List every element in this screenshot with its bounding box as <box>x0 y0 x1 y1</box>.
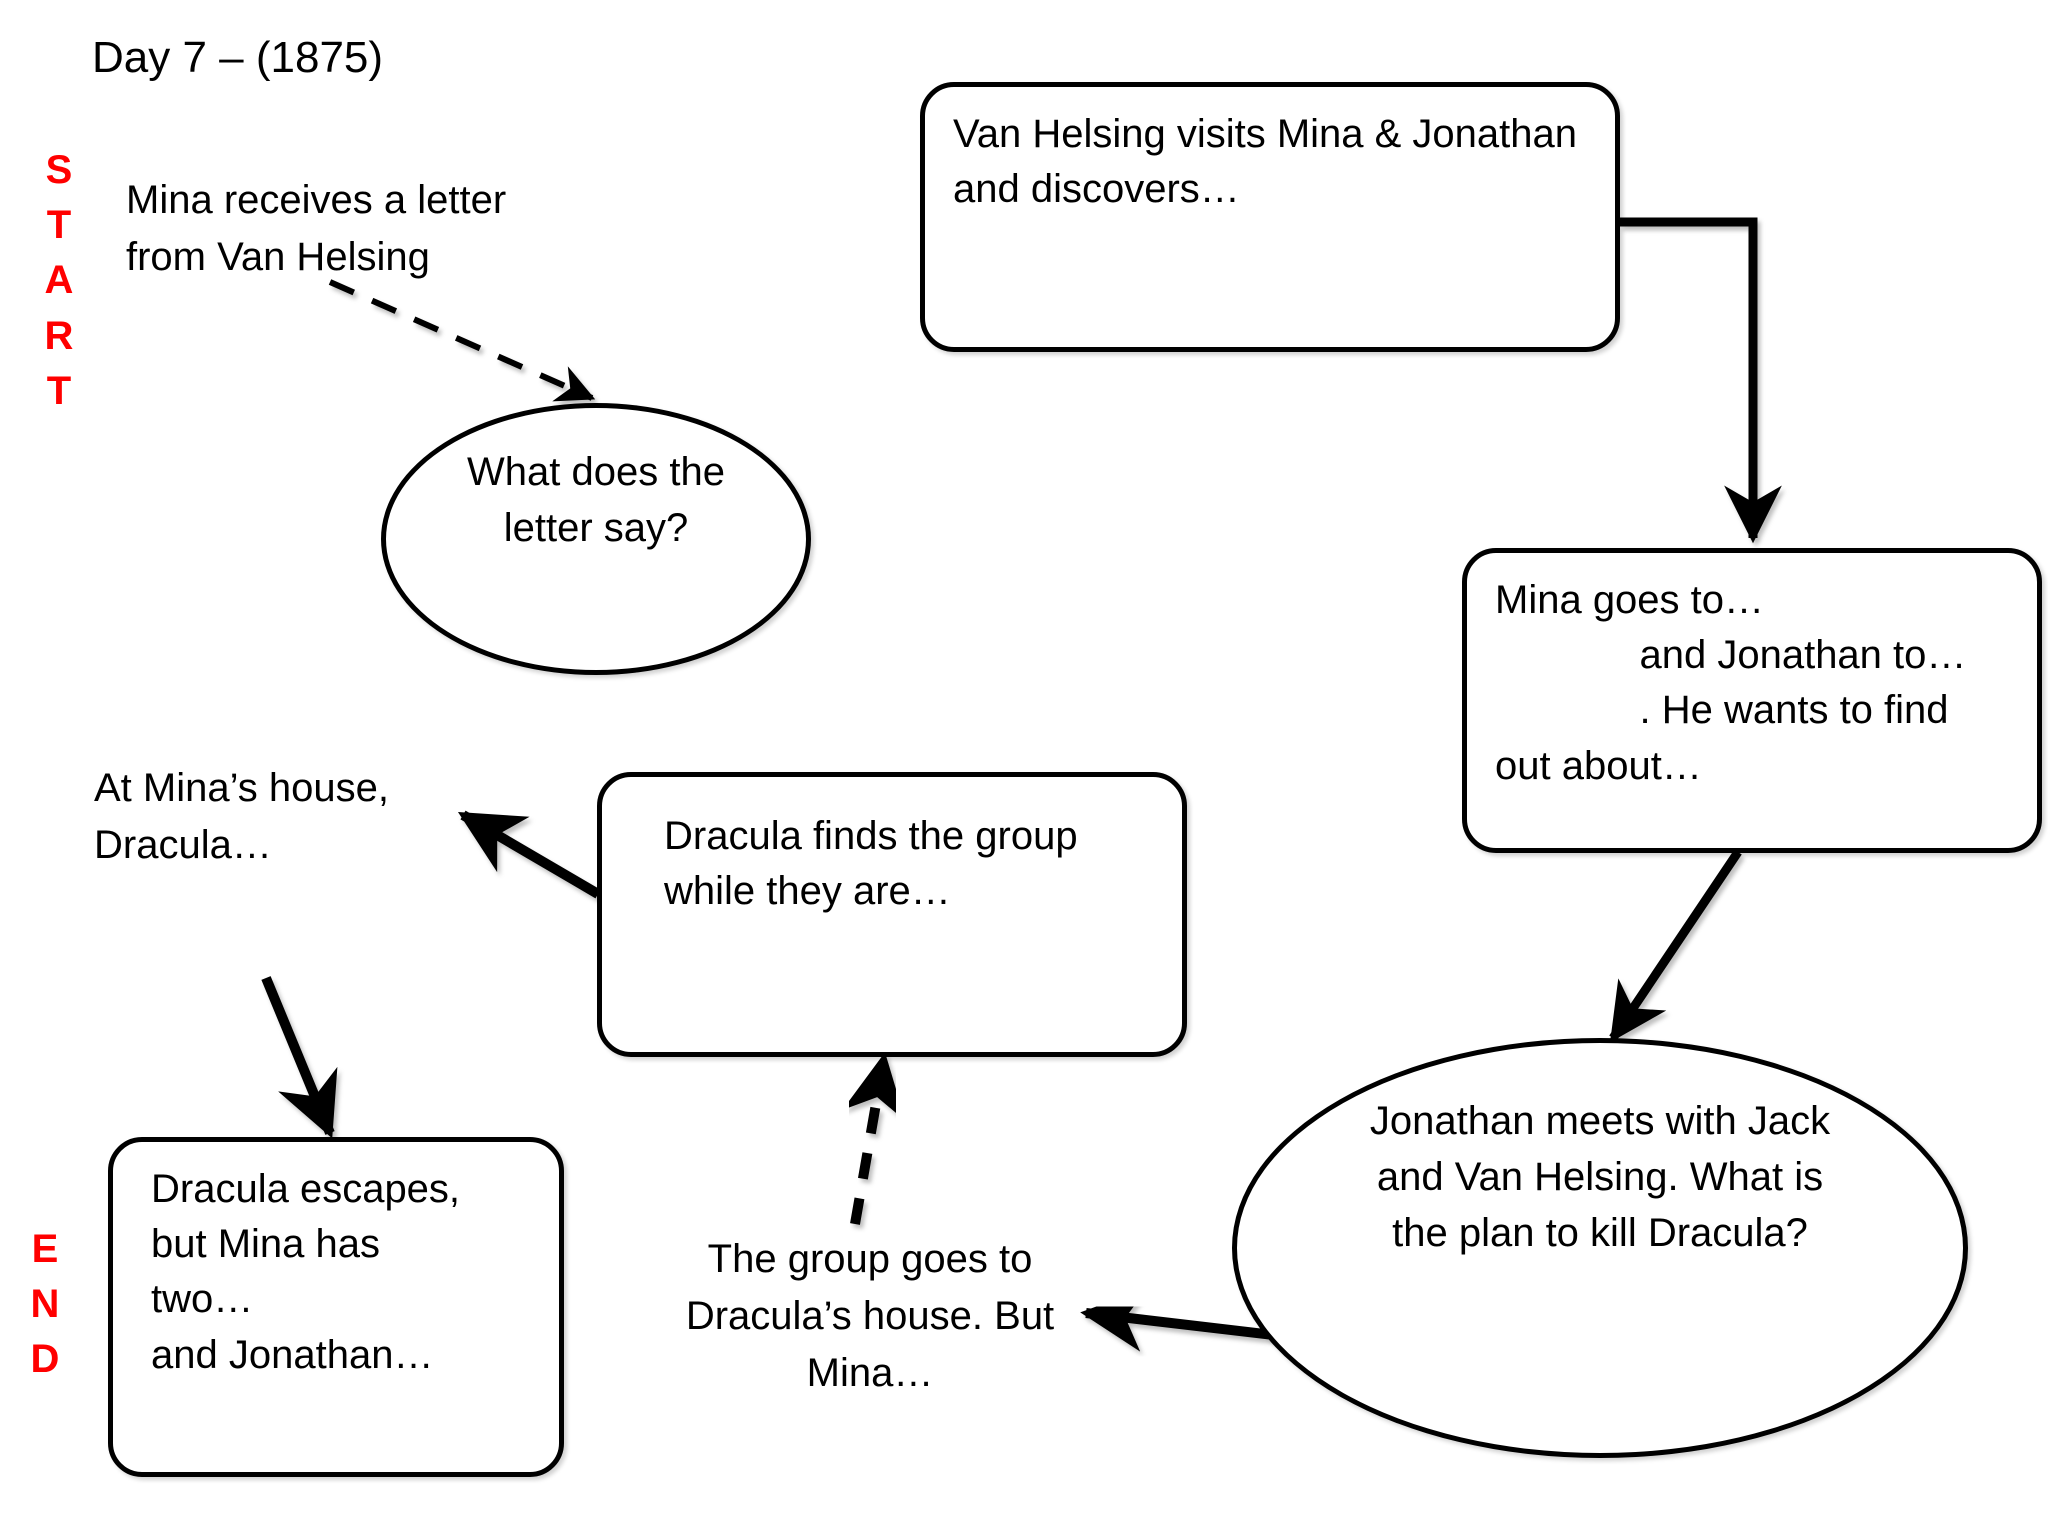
page-title: Day 7 – (1875) <box>92 33 384 82</box>
node-letter-question[interactable]: What does the letter say? <box>381 403 811 675</box>
edge-group-goes-to-dracula-finds <box>842 1052 906 1225</box>
node-dracula-finds-group-label: Dracula finds the group while they are… <box>664 814 1078 914</box>
node-jonathan-meets-label: Jonathan meets with Jack and Van Helsing… <box>1369 1099 1831 1255</box>
start-marker: S T A R T <box>44 148 74 413</box>
node-van-helsing-visits-label: Van Helsing visits Mina & Jonathan and d… <box>953 112 1578 212</box>
edge-mina-goes-to-jonathan-meets <box>1609 849 1742 1043</box>
end-marker: E N D <box>30 1227 60 1382</box>
node-group-goes-to[interactable]: The group goes to Dracula’s house. But M… <box>685 1237 1055 1395</box>
node-at-minas-house[interactable]: At Mina’s house, Dracula… <box>94 766 389 867</box>
edge-at-minas-house-to-dracula-escapes <box>261 976 338 1139</box>
node-van-helsing-visits[interactable]: Van Helsing visits Mina & Jonathan and d… <box>920 82 1620 352</box>
node-dracula-finds-group[interactable]: Dracula finds the group while they are… <box>597 772 1187 1057</box>
node-dracula-escapes[interactable]: Dracula escapes, but Mina has two… and J… <box>108 1137 564 1477</box>
node-mina-goes-to-label: Mina goes to… and Jonathan to… . He want… <box>1495 578 1967 788</box>
node-dracula-escapes-label: Dracula escapes, but Mina has two… and J… <box>151 1167 461 1377</box>
edge-van-helsing-to-mina-goes <box>1620 217 1782 544</box>
node-jonathan-meets[interactable]: Jonathan meets with Jack and Van Helsing… <box>1232 1038 1968 1458</box>
edge-mina-letter-to-letter-question <box>328 279 596 402</box>
node-mina-goes-to[interactable]: Mina goes to… and Jonathan to… . He want… <box>1462 548 2042 853</box>
node-mina-receives-letter[interactable]: Mina receives a letter from Van Helsing <box>126 178 507 279</box>
node-letter-question-label: What does the letter say? <box>467 450 725 550</box>
